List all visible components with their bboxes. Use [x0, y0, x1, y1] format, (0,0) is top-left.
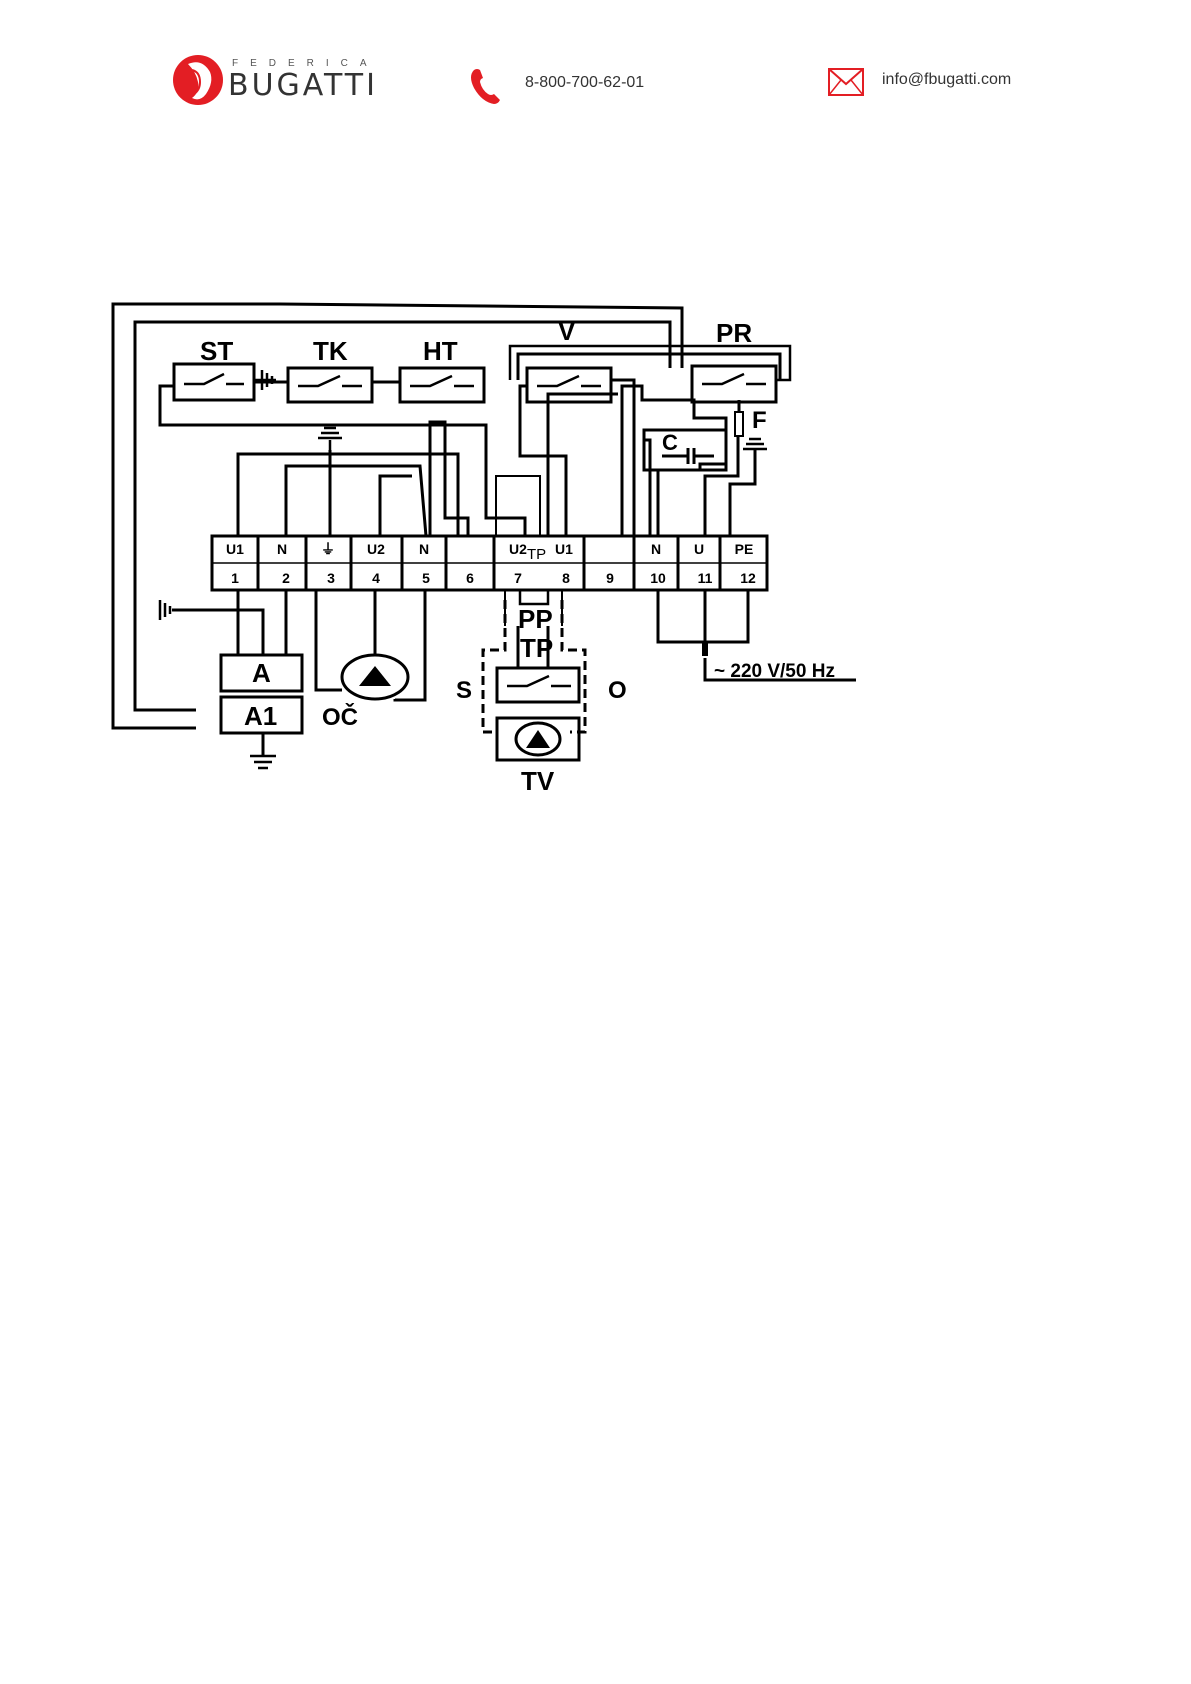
brand-subtitle: FEDERICA: [232, 58, 379, 69]
terminal-label-11: U: [694, 541, 704, 557]
page-header: FEDERICA BUGATTI 8-800-700-62-01 info@fb…: [0, 0, 1191, 140]
wiring-diagram: ST TK HT V PR C F A A1 OČ PP TP S O TV ~…: [111, 302, 856, 796]
phone-link[interactable]: 8-800-700-62-01: [525, 74, 645, 91]
terminal-number-5: 5: [422, 570, 430, 586]
label-c: C: [662, 430, 678, 455]
label-o: O: [608, 677, 627, 704]
terminal-label-8: U1: [555, 541, 573, 557]
label-tp-small: TP: [527, 546, 546, 563]
label-st: ST: [200, 336, 233, 366]
terminal-label-2: N: [277, 541, 287, 557]
label-s: S: [456, 677, 472, 704]
terminal-number-12: 12: [740, 570, 756, 586]
phone-icon: [471, 69, 500, 104]
terminal-label-5: N: [419, 541, 429, 557]
wire-a1-pr-outer: [111, 302, 684, 730]
terminal-number-8: 8: [562, 570, 570, 586]
terminal-label-3: ⏚: [321, 541, 335, 557]
oc-pump-triangle: [359, 666, 391, 686]
fuse-box: [734, 411, 744, 437]
label-supply: ~ 220 V/50 Hz: [714, 661, 835, 682]
label-a: A: [252, 658, 271, 688]
terminal-number-7: 7: [514, 570, 522, 586]
terminal-number-6: 6: [466, 570, 474, 586]
mail-icon: [828, 68, 864, 96]
terminal-label-7: U2: [509, 541, 527, 557]
label-oc: OČ: [322, 703, 358, 731]
label-v: V: [558, 316, 576, 346]
label-tp: TP: [520, 633, 553, 663]
terminal-label-10: N: [651, 541, 661, 557]
terminal-number-9: 9: [606, 570, 614, 586]
pr-switch-box: [690, 364, 778, 404]
tv-pump-box: [495, 716, 581, 762]
label-f: F: [752, 407, 767, 434]
terminal-number-1: 1: [231, 570, 239, 586]
terminal-number-11: 11: [698, 570, 713, 586]
tv-pump-triangle: [526, 730, 550, 748]
label-pp: PP: [518, 604, 553, 634]
label-tk: TK: [313, 336, 348, 366]
brand-name: BUGATTI: [228, 68, 378, 103]
wire-a1-pr-inner: [133, 320, 672, 712]
terminal-number-10: 10: [650, 570, 666, 586]
email-link[interactable]: info@fbugatti.com: [882, 71, 1012, 88]
switch-blades: [184, 372, 766, 688]
ground-pe: [743, 437, 767, 451]
terminal-dividers: [256, 536, 722, 590]
brand-logo-icon: [173, 55, 223, 105]
terminal-label-12: PE: [735, 541, 754, 557]
terminal-number-4: 4: [372, 570, 380, 586]
tp-switch-box: [495, 666, 581, 704]
terminal-label-1: U1: [226, 541, 244, 557]
label-ht: HT: [423, 336, 458, 366]
terminal-number-2: 2: [282, 570, 290, 586]
ground-a1: [250, 754, 276, 770]
ht-switch-box: [398, 366, 486, 404]
tk-switch-box: [286, 366, 374, 404]
ground-st: [254, 370, 276, 390]
st-switch-box: [172, 362, 256, 402]
label-pr: PR: [716, 318, 752, 348]
label-a1: A1: [244, 701, 277, 731]
terminal-number-3: 3: [327, 570, 335, 586]
ground-a-left: [158, 600, 172, 620]
ground-top: [318, 426, 342, 450]
label-tv: TV: [521, 766, 555, 796]
terminal-label-4: U2: [367, 541, 385, 557]
